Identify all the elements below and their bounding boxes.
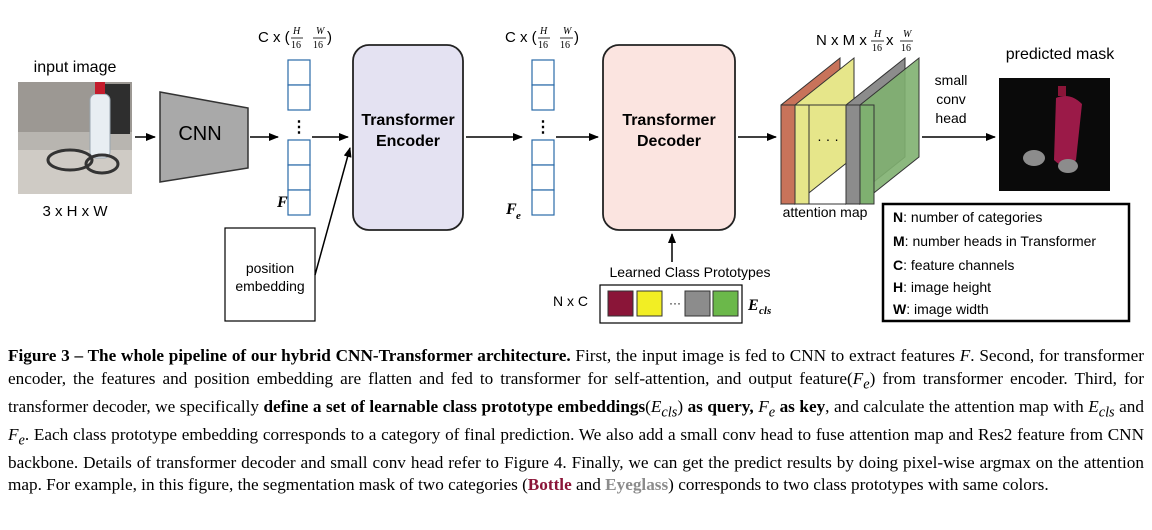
feature-column-f <box>287 59 311 216</box>
decoder-label-line1: Transformer <box>622 112 715 129</box>
legend-items: N: number of categories M: number heads … <box>893 209 1096 317</box>
attention-map-label: attention map <box>783 204 868 220</box>
prototype-bottle <box>607 290 634 317</box>
svg-text:W: W <box>563 26 573 37</box>
predicted-mask-image <box>999 78 1110 191</box>
input-image-thumbnail <box>18 82 132 194</box>
svg-text:16: 16 <box>901 43 911 54</box>
svg-text:16: 16 <box>291 40 301 51</box>
bottle-label: Bottle <box>527 475 572 495</box>
attention-dims-label: N x M x H 16 x W 16 <box>816 29 913 54</box>
encoder-label-line1: Transformer <box>361 112 454 129</box>
feature-column-fe-dots: ⋮ <box>535 119 551 136</box>
prototype-yellow <box>636 290 663 317</box>
encoder-label-line2: Encoder <box>376 133 440 150</box>
position-embedding-line1: position <box>246 260 294 276</box>
feature-column-f-dots: ⋮ <box>291 119 307 136</box>
svg-text:x: x <box>886 32 894 49</box>
feature-column-fe <box>531 59 555 216</box>
figure-caption: Figure 3 – The whole pipeline of our hyb… <box>8 346 1144 495</box>
prototypes-label: Learned Class Prototypes <box>609 264 770 280</box>
svg-text:16: 16 <box>538 40 548 51</box>
small-conv-line3: head <box>935 110 966 126</box>
legend-item: C: feature channels <box>893 257 1014 273</box>
transformer-encoder-block <box>352 44 464 231</box>
svg-text:16: 16 <box>872 43 882 54</box>
position-embedding-line2: embedding <box>235 278 304 294</box>
svg-text:16: 16 <box>313 40 323 51</box>
attention-stack-dots: · · · <box>817 131 839 147</box>
feature-f-symbol: F <box>276 194 288 211</box>
svg-text:H: H <box>539 26 548 37</box>
svg-text:F: F <box>505 201 517 218</box>
prototypes-dims: N x C <box>553 293 588 309</box>
input-dims-label: 3 x H x W <box>42 203 108 220</box>
prototype-eyeglass <box>684 290 711 317</box>
svg-text:E: E <box>747 297 759 314</box>
ecls-symbol: E cls <box>747 297 771 317</box>
legend-box <box>881 202 1131 323</box>
decoder-label-line2: Decoder <box>637 133 701 150</box>
svg-text:N x M x: N x M x <box>816 32 867 49</box>
small-conv-line2: conv <box>936 91 966 107</box>
svg-text:H: H <box>292 26 301 37</box>
svg-text:C x (: C x ( <box>505 29 537 46</box>
svg-text:16: 16 <box>560 40 570 51</box>
figure-label: Figure 3 – The whole pipeline of our hyb… <box>8 346 571 365</box>
legend-item: M: number heads in Transformer <box>893 233 1096 249</box>
legend-item: W: image width <box>893 301 989 317</box>
prototype-green <box>712 290 739 317</box>
svg-text:W: W <box>903 29 913 40</box>
input-image-label: input image <box>34 59 117 76</box>
attention-map-stack <box>780 56 920 206</box>
svg-text:): ) <box>327 29 332 46</box>
feature-fe-symbol: F e <box>505 201 521 222</box>
svg-text:H: H <box>873 29 882 40</box>
cnn-label: CNN <box>178 123 221 145</box>
predicted-mask-label: predicted mask <box>1006 46 1115 63</box>
feature-e-dims-label: C x ( H 16 W 16 ) <box>505 26 579 51</box>
svg-text:): ) <box>574 29 579 46</box>
svg-text:cls: cls <box>759 305 771 317</box>
legend-item: N: number of categories <box>893 209 1042 225</box>
svg-text:W: W <box>316 26 326 37</box>
feature-dims-label: C x ( H 16 W 16 ) <box>258 26 332 51</box>
transformer-decoder-block <box>602 44 736 231</box>
pipeline-diagram: input image 3 x H x W CNN C x ( H 16 W 1… <box>18 26 1131 324</box>
legend-item: H: image height <box>893 279 991 295</box>
eyeglass-label: Eyeglass <box>605 475 669 495</box>
svg-text:C x (: C x ( <box>258 29 290 46</box>
cnn-block <box>159 91 249 183</box>
small-conv-line1: small <box>935 72 968 88</box>
prototype-dots: ··· <box>669 296 681 310</box>
svg-text:e: e <box>516 210 521 222</box>
